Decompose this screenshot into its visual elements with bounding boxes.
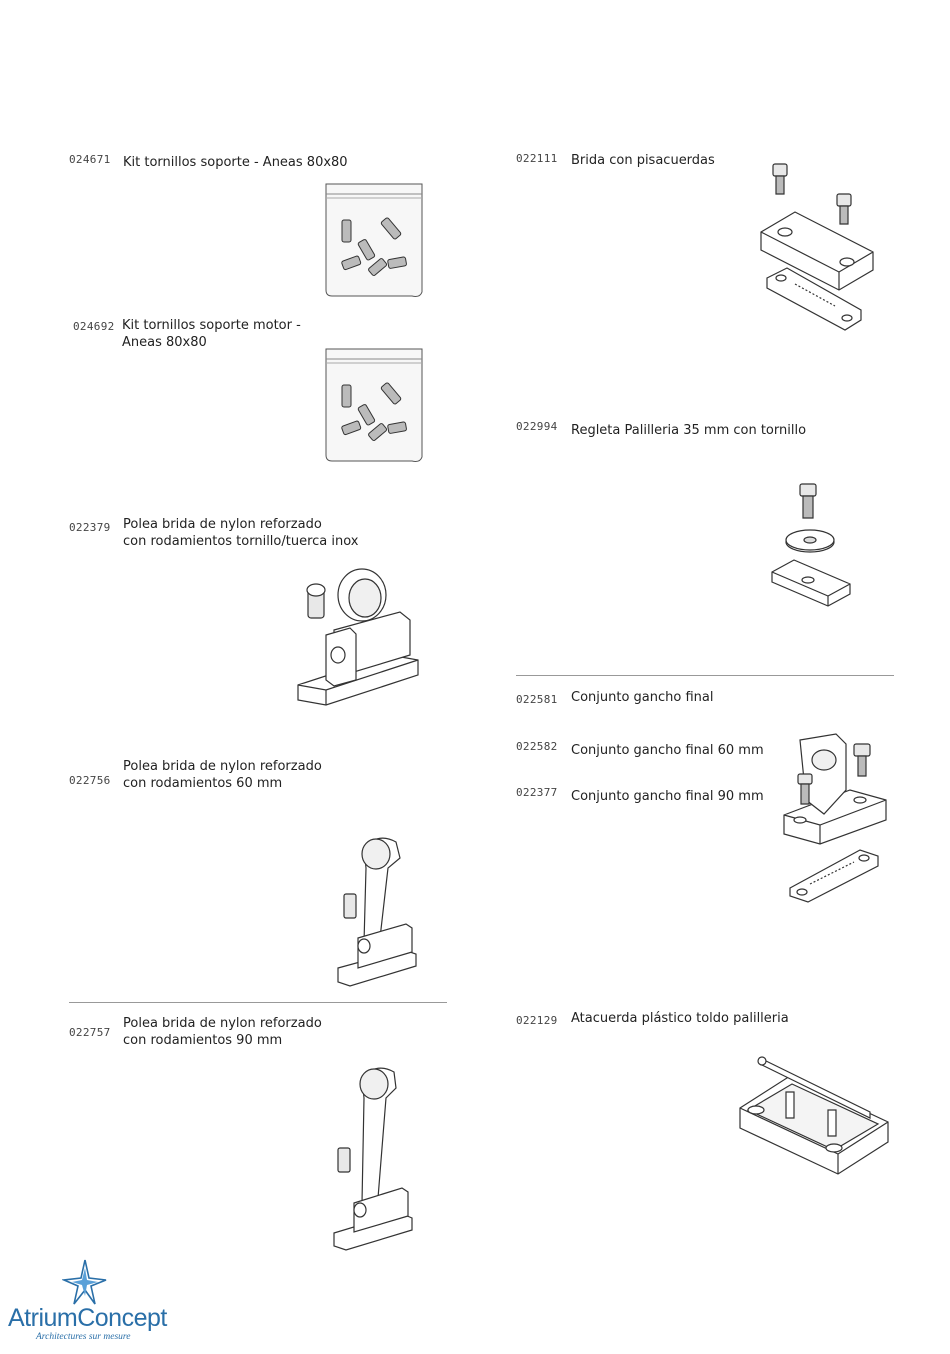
item-code: 022756 — [69, 774, 111, 787]
item-description: Polea brida de nylon reforzado con rodam… — [123, 758, 322, 792]
strip-screw-washer-illustration — [768, 480, 858, 610]
star-logo-icon — [62, 1259, 107, 1305]
description-line: Aneas 80x80 — [122, 335, 207, 350]
item-code: 022111 — [516, 152, 558, 165]
long-pulley-bracket-illustration — [330, 1058, 416, 1258]
item-description: Regleta Palilleria 35 mm con tornillo — [571, 422, 806, 439]
item-code: 022379 — [69, 521, 111, 534]
end-hook-set-illustration — [780, 730, 890, 908]
item-code: 022129 — [516, 1014, 558, 1027]
item-description: Brida con pisacuerdas — [571, 152, 715, 169]
item-code: 022377 — [516, 786, 558, 799]
item-code: 022582 — [516, 740, 558, 753]
item-description: Conjunto gancho final — [571, 689, 713, 706]
pulley-bracket-illustration — [290, 560, 422, 715]
rope-clamp-bracket-illustration — [755, 160, 885, 335]
description-line: Polea brida de nylon reforzado — [123, 517, 322, 532]
description-line: Conjunto gancho final 90 mm — [571, 789, 764, 804]
description-line: Polea brida de nylon reforzado — [123, 1016, 322, 1031]
description-line: con rodamientos 90 mm — [123, 1033, 283, 1048]
brand-logo: AtriumConcept Architectures sur mesure — [4, 1258, 184, 1348]
rope-cleat-illustration — [734, 1052, 894, 1178]
section-divider — [69, 1002, 447, 1003]
item-description: Polea brida de nylon reforzado con rodam… — [123, 1015, 322, 1049]
item-description: Kit tornillos soporte motor - Aneas 80x8… — [122, 317, 301, 351]
item-code: 022757 — [69, 1026, 111, 1039]
item-description: Conjunto gancho final 90 mm — [571, 788, 764, 805]
section-divider — [516, 675, 894, 676]
item-code: 024692 — [73, 320, 115, 333]
description-line: Conjunto gancho final — [571, 690, 714, 705]
item-description: Atacuerda plástico toldo palilleria — [571, 1010, 789, 1027]
item-description: Kit tornillos soporte - Aneas 80x80 — [123, 154, 348, 171]
item-description: Conjunto gancho final 60 mm — [571, 742, 764, 759]
description-line: con rodamientos 60 mm — [123, 776, 283, 791]
description-line: Kit tornillos soporte motor - — [122, 318, 301, 333]
long-pulley-bracket-illustration — [334, 828, 420, 996]
description-line: Regleta Palilleria 35 mm con tornillo — [571, 423, 807, 438]
item-code: 024671 — [69, 153, 111, 166]
description-line: Conjunto gancho final 60 mm — [571, 743, 764, 758]
description-line: con rodamientos tornillo/tuerca inox — [123, 534, 359, 549]
description-line: Atacuerda plástico toldo palilleria — [571, 1011, 789, 1026]
brand-tagline: Architectures sur mesure — [36, 1332, 131, 1342]
description-line: Brida con pisacuerdas — [571, 153, 715, 168]
screw-bag-illustration — [322, 345, 426, 465]
item-code: 022581 — [516, 693, 558, 706]
description-line: Kit tornillos soporte - Aneas 80x80 — [123, 155, 348, 170]
item-code: 022994 — [516, 420, 558, 433]
brand-name: AtriumConcept — [8, 1304, 167, 1332]
item-description: Polea brida de nylon reforzado con rodam… — [123, 516, 359, 550]
screw-bag-illustration — [322, 180, 426, 300]
description-line: Polea brida de nylon reforzado — [123, 759, 322, 774]
